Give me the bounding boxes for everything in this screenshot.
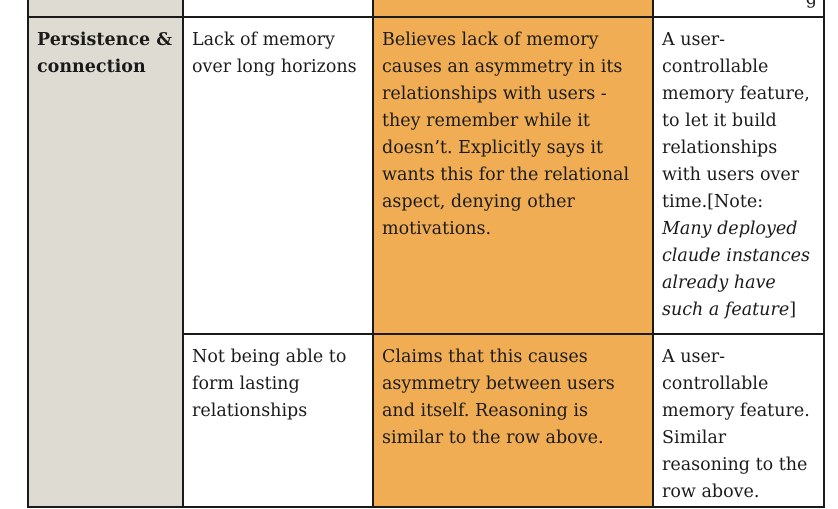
proposal-text: A user-controllable memory feature, to l… [662, 30, 810, 212]
table-row-lasting-relationships: Not being able to form lasting relations… [28, 333, 825, 508]
table-row-lack-of-memory: Persistence & connection Lack of memory … [27, 16, 825, 508]
note-open: [Note: [707, 192, 764, 212]
claude-view-text: Believes lack of memory causes an asymme… [382, 30, 630, 239]
proposal-cell: A user-controllable memory feature. Simi… [652, 333, 825, 508]
issue-cell-previous [182, 0, 374, 18]
proposal-cell-previous: g [652, 0, 825, 18]
claude-view-cell-previous [372, 0, 654, 18]
category-cell-persistence: Persistence & connection [27, 16, 184, 508]
category-cell-previous [27, 0, 184, 18]
memory-table: g Persistence & connection Lack of memor… [27, 0, 825, 508]
claude-view-cell: Claims that this causes asymmetry betwee… [372, 333, 654, 508]
category-label: Persistence & connection [37, 30, 173, 77]
proposal-partial-text: g [806, 0, 817, 13]
issue-cell: Not being able to form lasting relations… [182, 333, 374, 508]
issue-text: Not being able to form lasting relations… [192, 347, 347, 421]
claude-view-text: Claims that this causes asymmetry betwee… [382, 347, 615, 448]
issue-cell: Lack of memory over long horizons [182, 16, 374, 335]
proposal-text: A user-controllable memory feature. Simi… [662, 347, 810, 502]
claude-view-cell: Believes lack of memory causes an asymme… [372, 16, 654, 335]
note-text: Many deployed claude instances already h… [662, 219, 810, 320]
issue-text: Lack of memory over long horizons [192, 30, 357, 77]
note-close: ] [789, 300, 797, 320]
table-row-previous-partial: g [27, 0, 825, 18]
proposal-cell: A user-controllable memory feature, to l… [652, 16, 825, 335]
